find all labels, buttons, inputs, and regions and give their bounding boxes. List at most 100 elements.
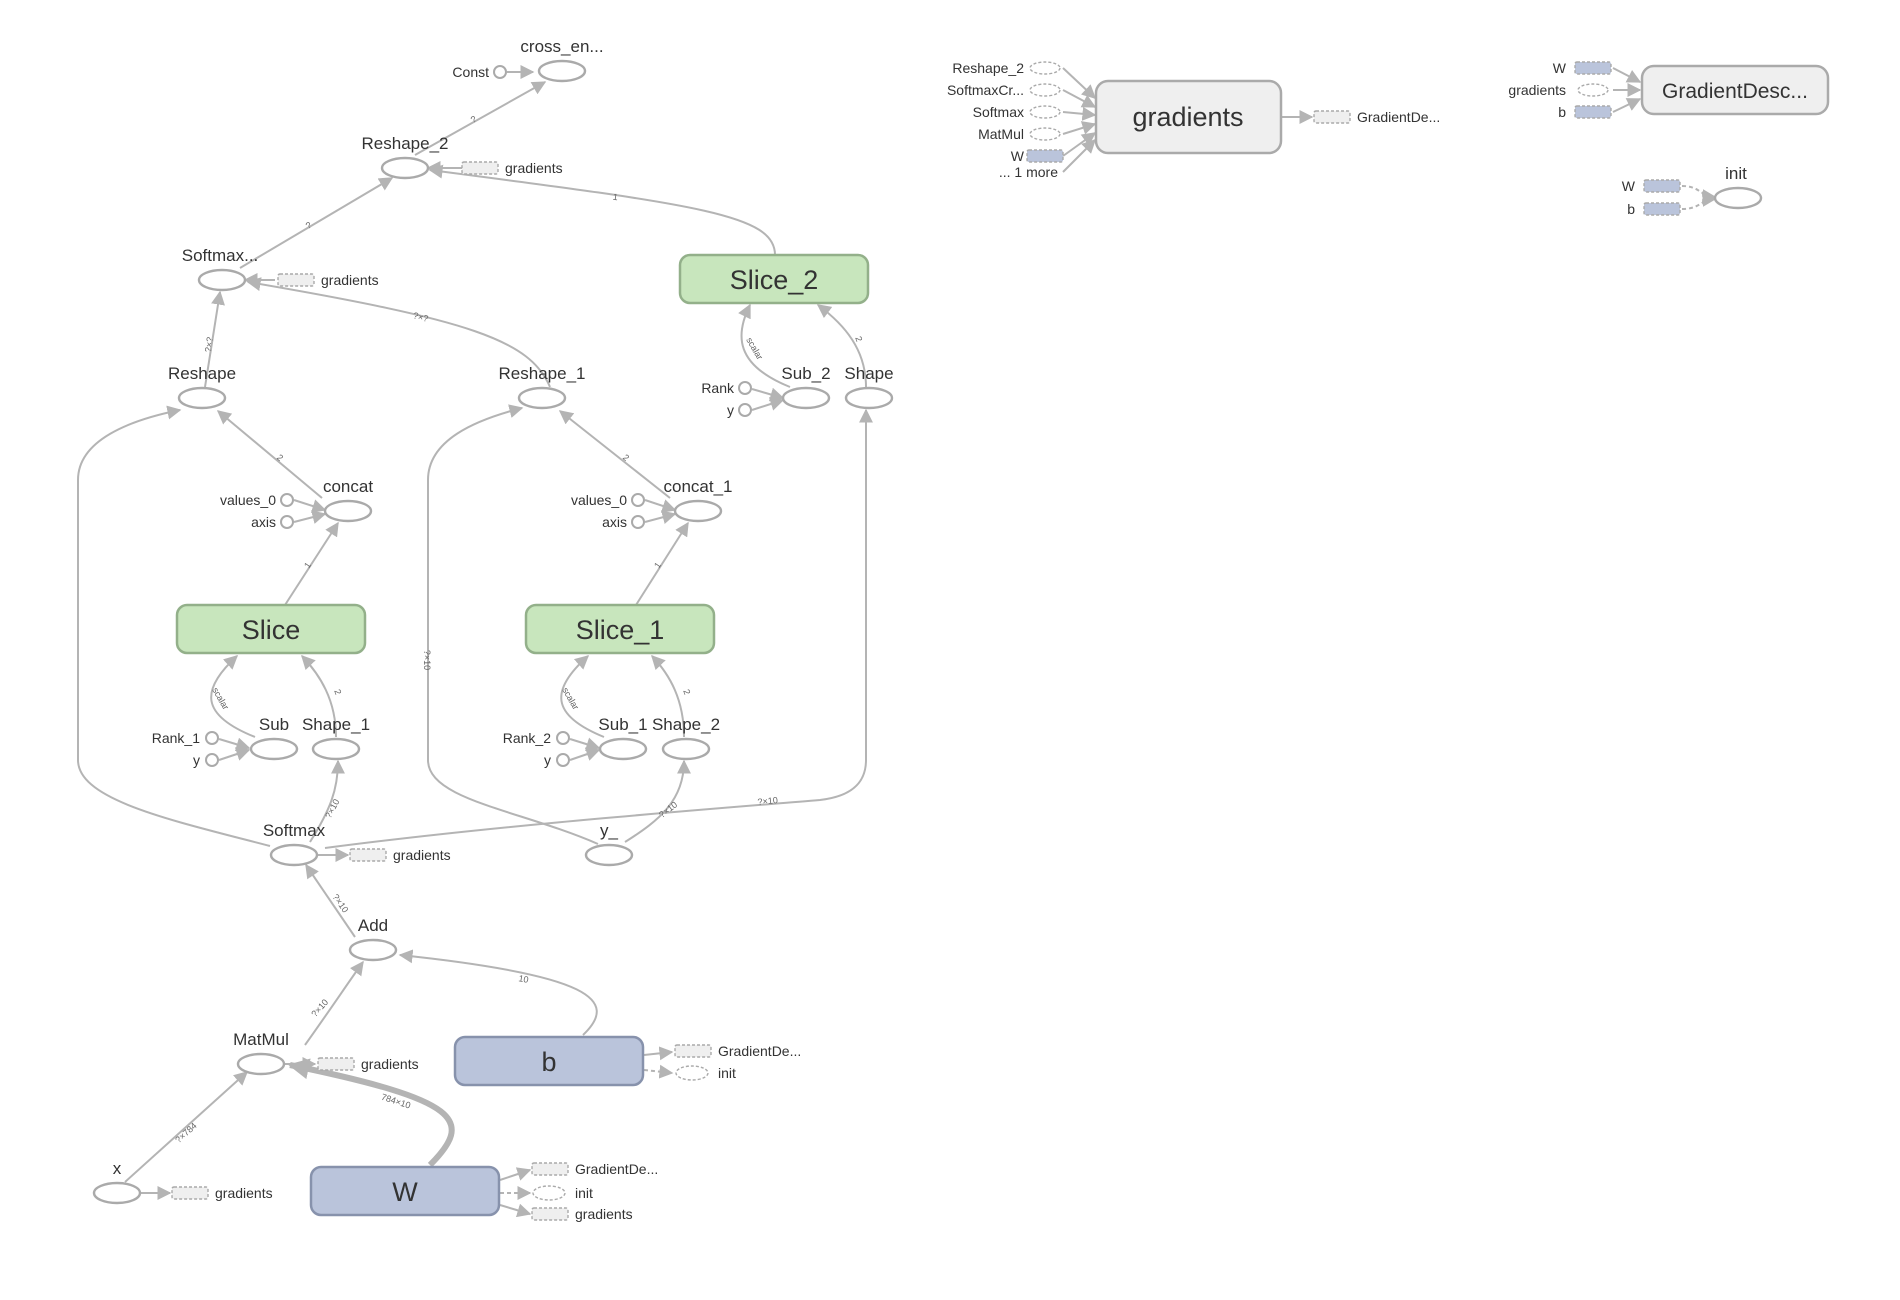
y-placeholder-label: y_ xyxy=(600,821,619,840)
cross-en-node[interactable]: cross_en... xyxy=(520,37,604,83)
edge-y-shape2 xyxy=(624,759,691,843)
edge-gi-2 xyxy=(1062,106,1097,121)
input-stub-2[interactable]: b xyxy=(1558,104,1612,120)
values-0-b-node[interactable]: values_0 xyxy=(571,492,645,508)
gradients-out-stub-label: GradientDe... xyxy=(1357,109,1440,125)
w-init-stub-label: init xyxy=(575,1185,593,1201)
input-stub-1[interactable]: gradients xyxy=(1508,82,1609,98)
edge-label-sm-reshape2: ? xyxy=(304,220,313,231)
concat-node[interactable]: concat xyxy=(323,477,373,523)
edge-slice-concat xyxy=(284,521,339,606)
input-stub-label: W xyxy=(1622,178,1636,194)
edge-w-matmul xyxy=(287,1058,455,1168)
x-label: x xyxy=(113,1159,122,1178)
softmax-cross-node[interactable]: Softmax... xyxy=(182,246,259,292)
input-stub-0[interactable]: Reshape_2 xyxy=(952,60,1061,76)
add-node[interactable]: Add xyxy=(348,916,398,962)
edge-gd-2 xyxy=(1612,98,1642,113)
rank-1-label: Rank_1 xyxy=(152,730,200,746)
y-b-node[interactable]: y xyxy=(193,752,219,768)
edge-gi-5 xyxy=(1062,139,1096,173)
stub-nodes: gradients gradients gradients gradients … xyxy=(171,109,1440,1222)
sub-2-node[interactable]: Sub_2 xyxy=(781,364,831,410)
edge-label-y-reshape1: ?×10 xyxy=(422,650,432,670)
shape-node[interactable]: Shape xyxy=(844,364,894,410)
y-a-node[interactable]: y xyxy=(727,402,752,418)
edge-gi-4 xyxy=(1062,132,1097,157)
b-variable-node[interactable]: b xyxy=(453,1035,645,1087)
slice-2-node[interactable]: Slice_2 xyxy=(678,253,870,305)
gradients-out-stub[interactable]: GradientDe... xyxy=(1313,109,1440,125)
init-node[interactable]: init xyxy=(1713,164,1763,210)
w-gradients-stub[interactable]: gradients xyxy=(531,1206,633,1222)
softmax-cross-gradients-stub-label: gradients xyxy=(321,272,379,288)
shape-2-label: Shape_2 xyxy=(652,715,720,734)
w-gradient-desc-stub[interactable]: GradientDe... xyxy=(531,1161,658,1177)
edge-gi-0 xyxy=(1062,67,1097,99)
edge-sub2-slice2 xyxy=(738,303,791,388)
x-gradients-stub[interactable]: gradients xyxy=(171,1185,273,1201)
axis-b-node[interactable]: axis xyxy=(602,514,645,530)
b-gradient-desc-stub-label: GradientDe... xyxy=(718,1043,801,1059)
y-c-node[interactable]: y xyxy=(544,752,570,768)
b-init-stub[interactable]: init xyxy=(675,1065,736,1081)
edge-w-grad xyxy=(499,1203,532,1218)
rank-1-node[interactable]: Rank_1 xyxy=(152,730,219,746)
values-0-a-node[interactable]: values_0 xyxy=(220,492,294,508)
gradient-desc-node[interactable]: GradientDesc... xyxy=(1640,64,1830,116)
slice-1-label: Slice_1 xyxy=(576,615,665,645)
input-stub-0[interactable]: W xyxy=(1553,60,1612,76)
edge-values0-concat xyxy=(293,499,327,513)
edge-rank2-sub1 xyxy=(569,737,601,751)
edge-slice2-reshape2 xyxy=(428,164,776,256)
softmax-cross-gradients-stub[interactable]: gradients xyxy=(277,272,379,288)
reshape-2-gradients-stub[interactable]: gradients xyxy=(461,160,563,176)
input-stub-1[interactable]: b xyxy=(1627,201,1681,217)
rank-2-node[interactable]: Rank_2 xyxy=(503,730,570,746)
x-node[interactable]: x xyxy=(92,1159,142,1205)
reshape-node[interactable]: Reshape xyxy=(168,364,236,410)
shape-1-node[interactable]: Shape_1 xyxy=(302,715,370,761)
edge-ya-sub2 xyxy=(751,397,785,411)
edge-reshape2-cross xyxy=(414,81,547,156)
matmul-node[interactable]: MatMul xyxy=(233,1030,289,1076)
input-stub-1[interactable]: SoftmaxCr... xyxy=(947,82,1061,98)
sub-1-node[interactable]: Sub_1 xyxy=(598,715,648,761)
edge-softmax-shape xyxy=(324,408,873,849)
input-stub-label: b xyxy=(1627,201,1635,217)
edge-yb-sub xyxy=(218,747,251,761)
matmul-gradients-stub[interactable]: gradients xyxy=(317,1056,419,1072)
softmax-node[interactable]: Softmax xyxy=(263,821,326,867)
axis-a-node[interactable]: axis xyxy=(251,514,294,530)
b-gradient-desc-stub[interactable]: GradientDe... xyxy=(674,1043,801,1059)
w-variable-node[interactable]: W xyxy=(309,1165,501,1217)
softmax-gradients-stub[interactable]: gradients xyxy=(349,847,451,863)
edges xyxy=(77,65,1717,1218)
slice-1-node[interactable]: Slice_1 xyxy=(524,603,716,655)
const-node[interactable]: Const xyxy=(452,64,507,80)
reshape-1-node[interactable]: Reshape_1 xyxy=(499,364,586,410)
sub-node[interactable]: Sub xyxy=(249,715,299,761)
input-stub-5[interactable]: ... 1 more xyxy=(999,164,1058,180)
input-stub-4[interactable]: W xyxy=(1011,148,1064,164)
gradient-desc-label: GradientDesc... xyxy=(1662,80,1808,103)
rank-node[interactable]: Rank xyxy=(701,380,752,396)
rank-2-label: Rank_2 xyxy=(503,730,551,746)
reshape-2-node[interactable]: Reshape_2 xyxy=(362,134,449,180)
edge-init-b xyxy=(1681,192,1717,210)
input-stub-3[interactable]: MatMul xyxy=(978,126,1061,142)
shape-2-node[interactable]: Shape_2 xyxy=(652,715,720,761)
axis-a-label: axis xyxy=(251,514,276,530)
slice-2-label: Slice_2 xyxy=(730,265,819,295)
gradients-group-node[interactable]: gradients xyxy=(1094,79,1283,155)
concat-1-node[interactable]: concat_1 xyxy=(664,477,733,523)
y-placeholder-node[interactable]: y_ xyxy=(584,821,634,867)
input-stub-0[interactable]: W xyxy=(1622,178,1681,194)
w-init-stub[interactable]: init xyxy=(532,1185,593,1201)
sub-label: Sub xyxy=(259,715,289,734)
input-stub-2[interactable]: Softmax xyxy=(973,104,1061,120)
slice-node[interactable]: Slice xyxy=(175,603,367,655)
edge-label-reshape1-sm: ?×? xyxy=(412,310,429,324)
